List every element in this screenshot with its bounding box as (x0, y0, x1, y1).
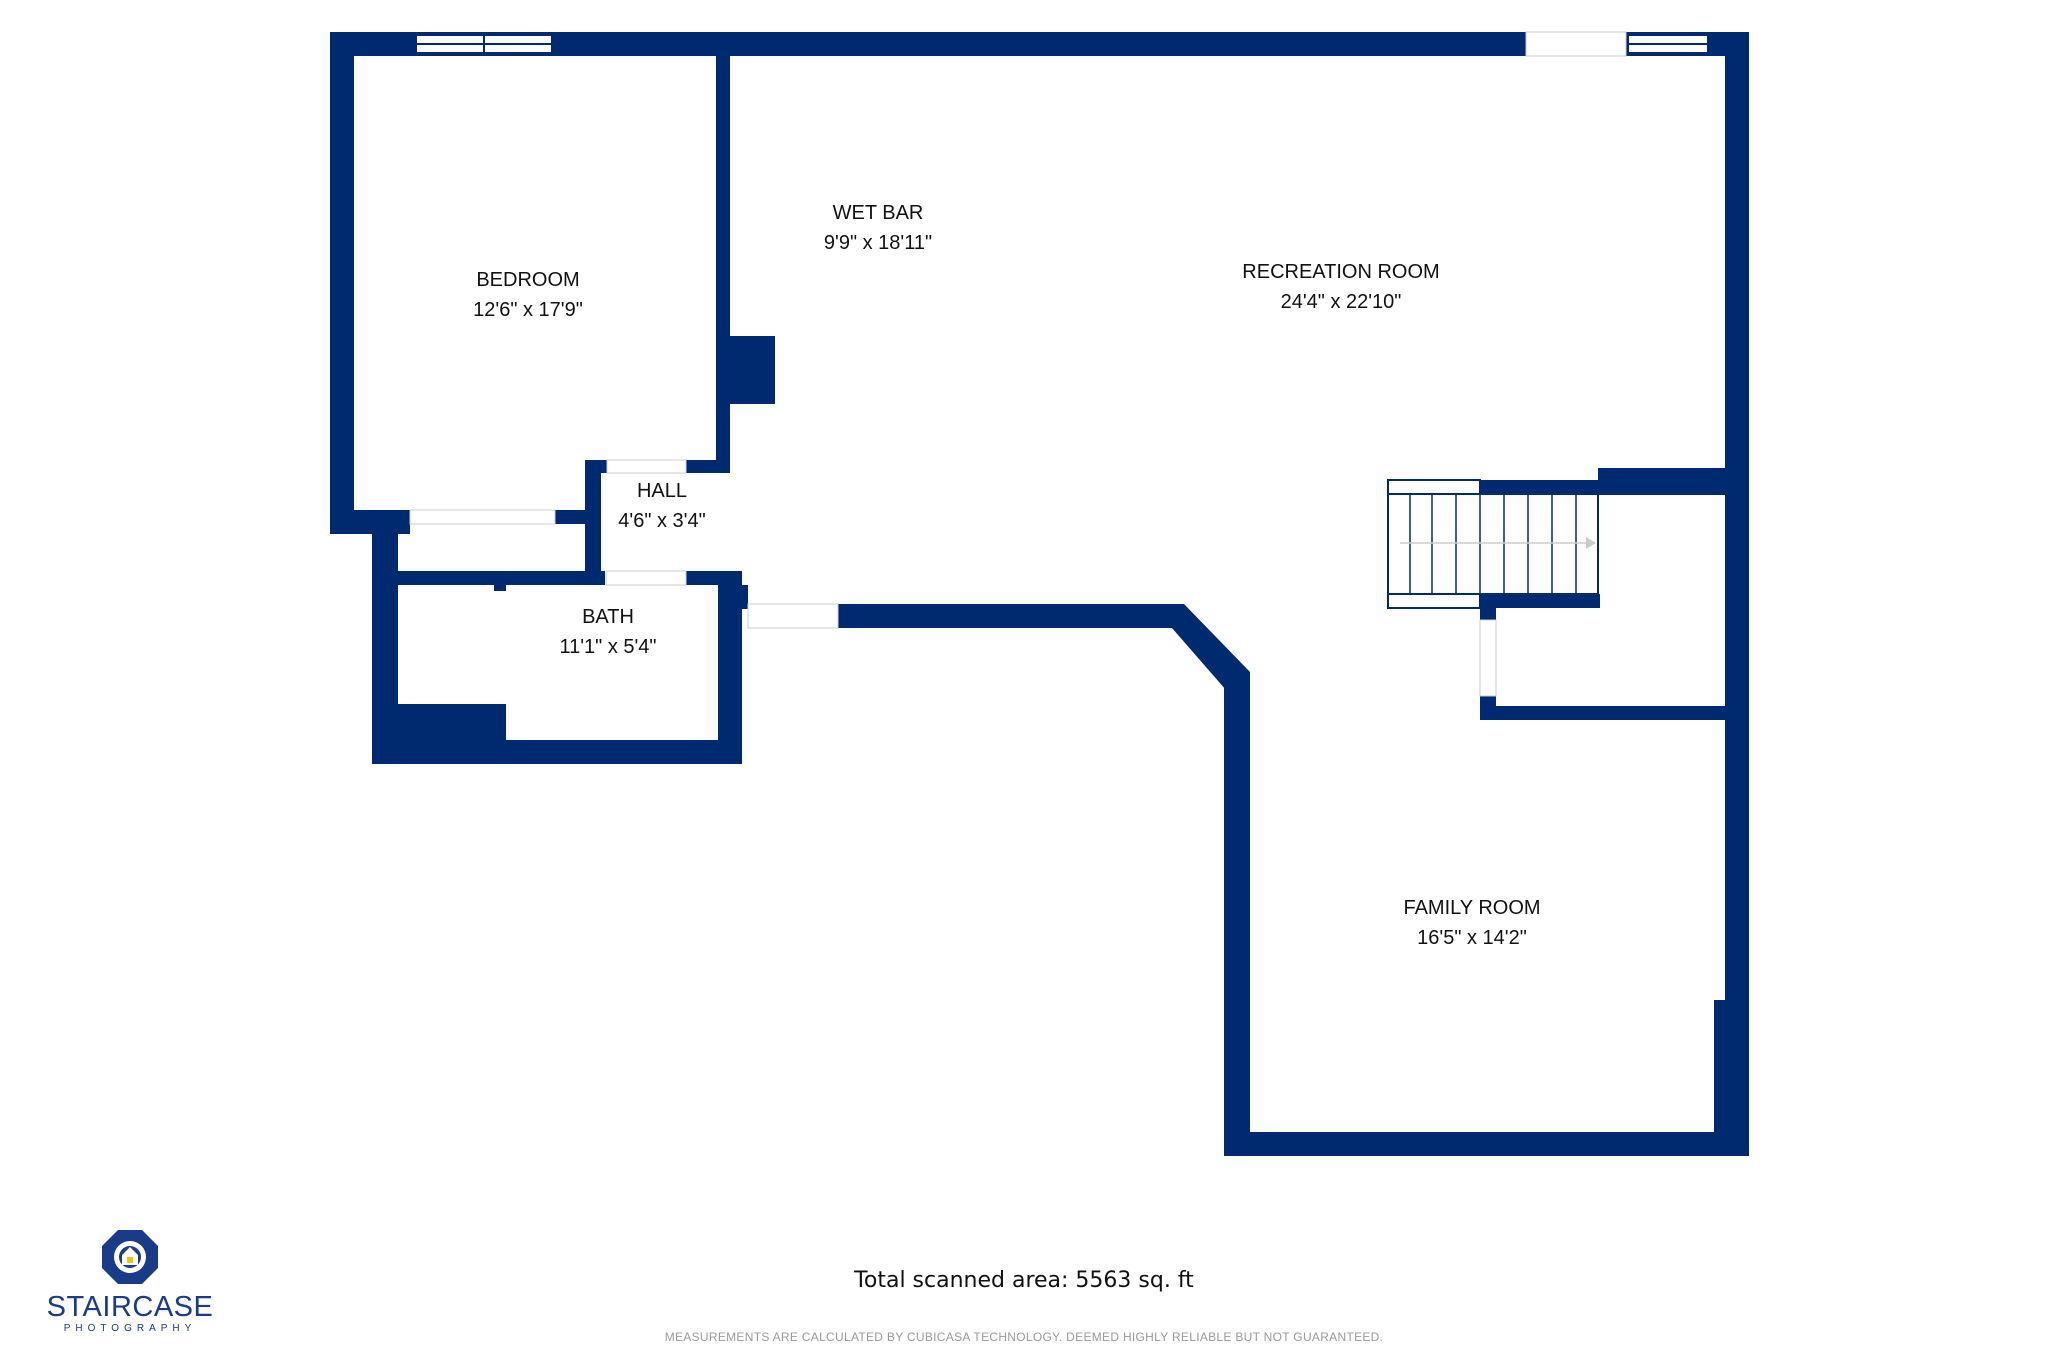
wall-pillar (730, 336, 775, 404)
wall-right-lower (1725, 717, 1749, 1000)
walls (330, 32, 1749, 1156)
wall-right-upper (1725, 32, 1749, 472)
room-dims-recreation: 24'4" x 22'10" (1281, 291, 1402, 313)
wall-hall-top (686, 460, 730, 473)
wall-stair-top (1480, 480, 1600, 494)
door-hall-top (606, 459, 687, 474)
room-dims-family: 16'5" x 14'2" (1417, 927, 1527, 949)
door-openings (409, 31, 1627, 697)
wall-bedroom-right (716, 56, 730, 460)
house-camera-icon (102, 1230, 158, 1284)
wall-closet-left (1480, 594, 1496, 620)
wall-top (330, 32, 1735, 56)
wall-bath-nub (494, 571, 506, 591)
wall-bath-top (372, 571, 605, 585)
room-dims-bath: 11'1" x 5'4" (559, 636, 656, 658)
door-rec-bottom (747, 603, 839, 629)
brand-logo: STAIRCASE PHOTOGRAPHY (40, 1228, 220, 1336)
wall-bedroom-bottom-2 (553, 510, 589, 524)
stair-bottom-rail (1387, 593, 1481, 609)
room-name-hall: HALL (637, 480, 687, 502)
room-name-wet-bar: WET BAR (833, 202, 924, 224)
wall-bath-block (372, 704, 506, 764)
wall-stair-bottom (1480, 594, 1600, 608)
wall-family-left (1224, 672, 1250, 1156)
stair-top-rail (1387, 479, 1481, 495)
wall-closet-bottom (1480, 706, 1749, 720)
wall-hall-left (585, 460, 601, 585)
wall-family-bottom (1224, 1132, 1749, 1156)
brand-name: STAIRCASE (46, 1291, 214, 1323)
stair-arrow-icon (1586, 537, 1596, 549)
room-dims-hall: 4'6" x 3'4" (618, 510, 705, 532)
brand-subtitle: PHOTOGRAPHY (63, 1323, 197, 1334)
room-name-bedroom: BEDROOM (476, 269, 579, 291)
stair-treads (1409, 494, 1577, 594)
wall-right-bottom (1714, 1000, 1749, 1156)
room-dims-wet-bar: 9'9" x 18'11" (824, 232, 932, 254)
wall-rec-bottom (838, 604, 1184, 628)
stair-outline (1387, 493, 1599, 595)
staircase (1387, 479, 1599, 609)
door-closet (1479, 619, 1497, 697)
wall-diagonal (1172, 604, 1250, 690)
disclaimer: MEASUREMENTS ARE CALCULATED BY CUBICASA … (664, 1330, 1384, 1344)
door-rec-top (1525, 31, 1627, 57)
room-name-bath: BATH (582, 606, 634, 628)
total-area: Total scanned area: 5563 sq. ft (854, 1268, 1194, 1293)
wall-stair-shelf (1598, 468, 1749, 495)
wall-right-mid (1725, 495, 1749, 717)
room-dims-bedroom: 12'6" x 17'9" (473, 299, 583, 321)
door-bath (605, 570, 687, 586)
room-name-family: FAMILY ROOM (1403, 897, 1540, 919)
windows (415, 34, 1709, 54)
wall-left (330, 32, 354, 534)
door-bedroom (409, 509, 556, 525)
room-labels: BEDROOM 12'6" x 17'9" WET BAR 9'9" x 18'… (473, 202, 1540, 949)
wall-bath-right-top (718, 585, 748, 609)
room-name-recreation: RECREATION ROOM (1242, 261, 1439, 283)
